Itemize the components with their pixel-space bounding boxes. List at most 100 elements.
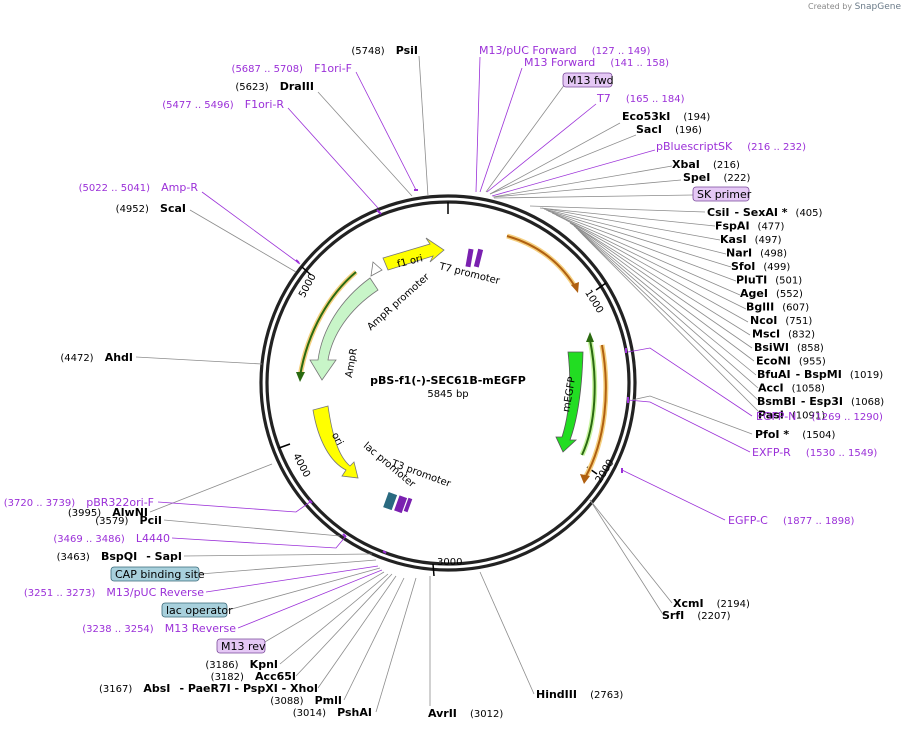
enzyme-name: EcoNI	[756, 355, 791, 368]
label-enzyme-nari[interactable]: NarI(498)	[726, 247, 787, 260]
label-pmlI[interactable]: (3088) PmlI	[270, 689, 342, 708]
enzyme-extra: - SexAI *	[734, 206, 787, 219]
label-alwNI[interactable]: (3995) AlwNI	[68, 501, 148, 520]
pos-xbaI: (216)	[713, 160, 740, 171]
label-enzyme-bglii[interactable]: BglII(607)	[746, 301, 809, 314]
label-m13-rev: M13 rev	[221, 640, 266, 653]
label-eco53kI[interactable]: Eco53kI (194)	[622, 105, 710, 124]
label-exfp-r[interactable]: EXFP-R (1530 .. 1549)	[752, 441, 877, 460]
box-m13-rev[interactable]: M13 rev	[216, 638, 266, 654]
enzyme-name: PasI	[758, 409, 784, 422]
label-pfoI[interactable]: PfoI * (1504)	[755, 423, 836, 442]
enzyme-position: (751)	[785, 316, 812, 327]
name-ahdI: AhdI	[105, 351, 133, 364]
pos-l4440: (3469 .. 3486)	[53, 534, 125, 545]
enzyme-position: (1091)	[792, 411, 825, 422]
pos-avrII: (3012)	[470, 709, 503, 720]
feature-label-ampr-promoter: AmpR promoter	[365, 271, 432, 333]
label-enzyme-msci[interactable]: MscI(832)	[752, 328, 815, 341]
enzyme-position: (552)	[776, 289, 803, 300]
name-m13-forward: M13 Forward	[524, 56, 595, 69]
credit-line: Created by SnapGene	[808, 2, 901, 12]
pos-m13-reverse: (3238 .. 3254)	[82, 624, 154, 635]
label-m13-reverse[interactable]: (3238 .. 3254) M13 Reverse	[82, 617, 236, 636]
label-enzyme-bfuai[interactable]: BfuAI- BspMI(1019)	[757, 368, 883, 381]
feature-lac-promoter[interactable]: lac promoter T3 promoter	[361, 441, 453, 514]
label-m13-forward[interactable]: M13 Forward (141 .. 158)	[524, 51, 669, 70]
name-pmlI: PmlI	[315, 694, 342, 707]
feature-t7-promoter[interactable]: T7 promoter	[437, 248, 502, 288]
label-absI[interactable]: (3167) AbsI - PaeR7I - PspXI - XhoI	[99, 677, 318, 696]
label-xbaI[interactable]: XbaI (216)	[672, 153, 740, 172]
label-f1ori-f[interactable]: (5687 .. 5708) F1ori-F	[232, 57, 352, 76]
name-pbr322ori-f: pBR322ori-F	[86, 496, 154, 509]
label-pciI[interactable]: (3579) PciI	[95, 509, 162, 528]
label-enzyme-sfoi[interactable]: SfoI(499)	[731, 260, 790, 273]
label-pshAI[interactable]: (3014) PshAI	[293, 701, 372, 720]
enzyme-name: BsmBI	[757, 395, 796, 408]
label-ahdI[interactable]: (4472) AhdI	[60, 346, 133, 365]
label-srfI[interactable]: SrfI (2207)	[662, 604, 731, 623]
label-enzyme-ncoi[interactable]: NcoI(751)	[750, 314, 812, 327]
label-f1ori-r[interactable]: (5477 .. 5496) F1ori-R	[162, 93, 284, 112]
pos-sacI: (196)	[675, 125, 702, 136]
feature-ampr[interactable]: AmpR	[309, 277, 379, 381]
pos-scaI: (4952)	[116, 204, 149, 215]
label-psiI[interactable]: (5748) PsiI	[351, 39, 418, 58]
label-scaI[interactable]: (4952) ScaI	[116, 197, 186, 216]
name-draIII: DraIII	[280, 80, 314, 93]
label-amp-r[interactable]: (5022 .. 5041) Amp-R	[79, 176, 199, 195]
feature-ori[interactable]: ori	[312, 405, 359, 479]
primer-marks	[295, 189, 629, 554]
label-pbluescriptsk[interactable]: pBluescriptSK (216 .. 232)	[656, 135, 806, 154]
label-egfp-n[interactable]: EGFP-N (1269 .. 1290)	[756, 405, 883, 424]
label-enzyme-kasi[interactable]: KasI(497)	[720, 233, 782, 246]
label-hindIII[interactable]: HindIII (2763)	[536, 683, 623, 702]
pos-psiI: (5748)	[351, 46, 384, 57]
tick-label-1000: 1000	[582, 288, 605, 315]
feature-f1-ori[interactable]: f1 ori	[382, 237, 445, 271]
label-enzyme-bsiwi[interactable]: BsiWI(858)	[754, 341, 824, 354]
label-kpnI[interactable]: (3186) KpnI	[205, 653, 278, 672]
label-enzyme-agei[interactable]: AgeI(552)	[740, 287, 803, 300]
label-m13puc-reverse[interactable]: (3251 .. 3273) M13/pUC Reverse	[24, 581, 204, 600]
label-avrII[interactable]: AvrII (3012)	[428, 702, 503, 721]
label-pbr322ori-f[interactable]: (3720 .. 3739) pBR322ori-F	[4, 491, 154, 510]
label-enzyme-pluti[interactable]: PluTI(501)	[736, 274, 802, 287]
box-cap-binding-site[interactable]: CAP binding site	[110, 566, 205, 582]
name-sacI: SacI	[636, 123, 662, 136]
leaders-left-lower	[149, 463, 417, 713]
pos-eco53kI: (194)	[683, 112, 710, 123]
feature-ampr-promoter[interactable]: AmpR promoter	[365, 261, 432, 333]
feature-megfp-arrow[interactable]: mEGFP	[506, 233, 609, 484]
label-t7[interactable]: T7 (165 .. 184)	[596, 87, 685, 106]
label-enzyme-bsmbi[interactable]: BsmBI- Esp3I(1068)	[757, 395, 884, 408]
label-xcmI[interactable]: XcmI (2194)	[673, 592, 750, 611]
enzyme-extra: - BspMI	[796, 368, 842, 381]
name-psiI: PsiI	[396, 44, 418, 57]
label-enzyme-acci[interactable]: AccI(1058)	[758, 382, 825, 395]
name-egfp-n: EGFP-N	[756, 410, 796, 423]
label-egfp-c[interactable]: EGFP-C (1877 .. 1898)	[728, 509, 854, 528]
box-lac-operator[interactable]: lac operator	[161, 602, 233, 618]
enzyme-name: AccI	[758, 382, 784, 395]
label-enzyme-csii[interactable]: CsiI- SexAI *(405)	[707, 206, 823, 219]
label-bspQI[interactable]: (3463) BspQI - SapI	[57, 545, 182, 564]
label-m13puc-forward[interactable]: M13/pUC Forward (127 .. 149)	[479, 39, 651, 58]
pos-bspQI: (3463)	[57, 552, 90, 563]
pos-acc65I: (3182)	[211, 672, 244, 683]
label-acc65I[interactable]: (3182) Acc65I	[211, 665, 296, 684]
label-draIII[interactable]: (5623) DraIII	[235, 75, 314, 94]
enzyme-position: (607)	[782, 303, 809, 314]
enzyme-position: (858)	[797, 343, 824, 354]
name-avrII: AvrII	[428, 707, 457, 720]
label-l4440[interactable]: (3469 .. 3486) L4440	[53, 527, 170, 546]
label-enzyme-econi[interactable]: EcoNI(955)	[756, 355, 826, 368]
enzyme-name: FspAI	[715, 220, 750, 233]
label-enzyme-fspai[interactable]: FspAI(477)	[715, 220, 785, 233]
label-enzyme-pasi[interactable]: PasI (1091)	[758, 409, 825, 422]
box-sk-primer[interactable]: SK primer	[692, 186, 752, 202]
label-sacI[interactable]: SacI (196)	[636, 118, 702, 137]
box-m13-fwd[interactable]: M13 fwd	[562, 72, 614, 88]
label-speI[interactable]: SpeI (222)	[683, 166, 750, 185]
